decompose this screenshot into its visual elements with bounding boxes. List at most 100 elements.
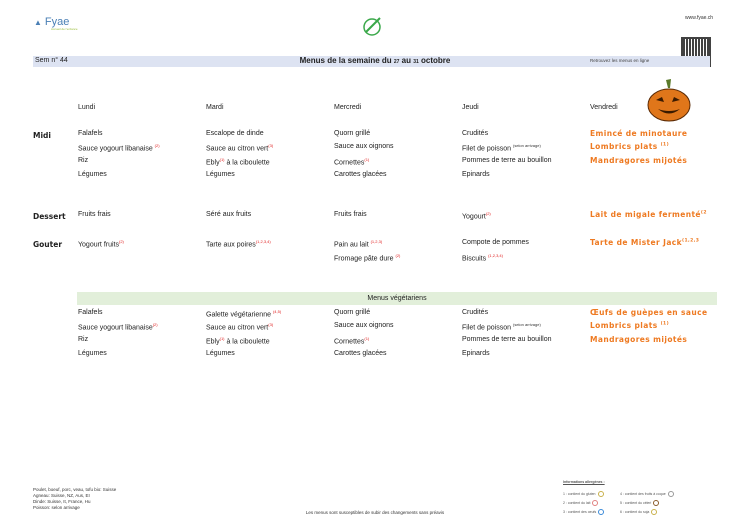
lunch-item: Falafels [78, 130, 103, 137]
lunch-item: Légumes [78, 171, 107, 178]
day-header-0: Lundi [78, 104, 96, 111]
legend-item: 2 : contient du lait [563, 500, 599, 506]
dish-name: Sauce yogourt libanaise [78, 324, 153, 332]
legend-text: 6 : contient du soja [620, 509, 650, 514]
dish-name: Epinards [462, 350, 490, 357]
dish-name: Carottes glacées [334, 171, 387, 178]
vegetarian-header: Menus végétariens [77, 292, 717, 305]
allergen-note: (1,2,3,4) [255, 239, 271, 244]
dish-name-cont: à la ciboulette [224, 338, 270, 346]
snack-item: Yogourt fruits(2) [78, 239, 124, 248]
dessert-item: Yogourt(2) [462, 211, 491, 220]
origins: Poulet, boeuf, porc, veau, tofu bio: Sui… [33, 487, 116, 511]
allergen-icon [653, 500, 660, 506]
legend-item: 6 : contient du soja [620, 509, 658, 515]
legend-title: Informations allergènes : [563, 480, 605, 484]
dish-name: Fromage pâte dure [334, 255, 396, 263]
origin-line: Agneau: Suisse, NZ, Aus, EI [33, 493, 90, 498]
dish-name-cont: à la ciboulette [224, 159, 270, 167]
fyae-logo: ▲Fyae [34, 16, 70, 28]
dish-name: Légumes [206, 171, 235, 178]
dish-name: Yogourt [462, 213, 486, 221]
legend-item: 5 : contient du céleri [620, 500, 660, 506]
dish-name: Riz [78, 336, 89, 343]
dessert-item: Lait de migale fermenté(2 [590, 210, 707, 219]
allergen-note: (2) [152, 322, 158, 327]
legend-text: 4 : contient des fruits à coque [620, 491, 666, 496]
allergen-note: (1) [219, 157, 225, 162]
dish-name: Escalope de dinde [206, 130, 264, 137]
allergen-note: (4,5) [272, 309, 282, 314]
allergen-icon [598, 509, 605, 515]
dish-name: Légumes [78, 350, 107, 357]
vegetarian-item: Quorn grillé [334, 309, 370, 316]
lunch-item: Sauce aux oignons [334, 143, 394, 150]
dish-name: Lombrics plats [590, 321, 661, 330]
dish-name: Yogourt fruits [78, 241, 119, 249]
vegetarian-item: Œufs de guèpes en sauce [590, 308, 707, 317]
vegetarian-item: Falafels [78, 309, 103, 316]
origin-line: Dinde: Suisse, It, France, Hu [33, 499, 91, 504]
dish-name: Crudités [462, 130, 489, 137]
dish-name: Pain au lait [334, 241, 371, 249]
lunch-item: Ebly(1) à la ciboulette [206, 157, 270, 166]
allergen-note: (3) [268, 322, 274, 327]
meal-label-gouter: Gouter [33, 240, 63, 249]
vegetarian-item: Carottes glacées [334, 350, 387, 357]
dish-name: Compote de pommes [462, 239, 529, 246]
dish-name: Biscuits [462, 255, 489, 263]
title-band [33, 56, 710, 67]
dish-name: Mandragores mijotés [590, 335, 688, 344]
dish-name: Tarte de Mister Jack [590, 238, 683, 247]
dish-name: Fruits frais [78, 211, 111, 218]
lunch-item: Lombrics plats (1) [590, 142, 669, 151]
vegetarian-item: Riz [78, 336, 88, 343]
dish-name: Emincé de minotaure [590, 129, 688, 138]
dish-name: Crudités [462, 309, 489, 316]
legend-text: 2 : contient du lait [563, 500, 591, 505]
origin-line: Poisson: selon arrivage [33, 505, 80, 510]
allergen-note: (selon arrivage) [512, 322, 541, 327]
vegetarian-item: Sauce yogourt libanaise(2) [78, 322, 158, 331]
day-header-3: Jeudi [462, 104, 479, 111]
allergen-note: (1) [364, 336, 370, 341]
dish-name: Séré aux fruits [206, 211, 252, 218]
allergen-note: (1) [660, 321, 670, 327]
dish-name: Sauce au citron vert [206, 145, 269, 153]
dish-name: Mandragores mijotés [590, 156, 688, 165]
allergen-icon [597, 491, 604, 497]
vegetarian-item: Ebly(1) à la ciboulette [206, 336, 270, 345]
lunch-item: Mandragores mijotés [590, 156, 687, 165]
legend-item: 1 : contient du gluten [563, 491, 604, 497]
vegetarian-item: Mandragores mijotés [590, 335, 687, 344]
dessert-item: Fruits frais [78, 211, 111, 218]
origin-line: Poulet, boeuf, porc, veau, tofu bio: Sui… [33, 487, 117, 492]
vegetarian-item: Galette végétarienne (4,5) [206, 309, 281, 318]
lunch-item: Quorn grillé [334, 130, 370, 137]
dessert-item: Séré aux fruits [206, 211, 251, 218]
allergen-note: (1,2,3,4) [488, 253, 503, 258]
vegetarian-item: Pommes de terre au bouillon [462, 336, 552, 343]
website-link[interactable]: www.fyae.ch [685, 15, 714, 21]
vegetarian-item: Lombrics plats (1) [590, 321, 669, 330]
meal-label-dessert: Dessert [33, 212, 66, 221]
vegetarian-item: Cornettes(1) [334, 336, 369, 345]
dish-name: Ebly [206, 338, 220, 346]
lunch-item: Pommes de terre au bouillon [462, 157, 552, 164]
dessert-item: Fruits frais [334, 211, 367, 218]
allergen-note: (2 [700, 210, 707, 216]
pumpkin-icon [647, 79, 691, 122]
notice: Les menus sont susceptibles de subir des… [305, 510, 445, 515]
day-header-4: Vendredi [590, 104, 618, 111]
vegetarian-item: Sauce aux oignons [334, 322, 394, 329]
allergen-note: (1,2,3 [682, 238, 700, 244]
dish-name: Tarte aux poires [206, 241, 256, 249]
allergen-note: (3) [268, 143, 274, 148]
dish-name: Sauce aux oignons [334, 143, 394, 150]
page-title: Menus de la semaine du 27 au 31 octobre [299, 56, 451, 65]
dish-name: Légumes [78, 171, 107, 178]
vegetarian-item: Légumes [78, 350, 107, 357]
lunch-item: Riz [78, 157, 88, 164]
snack-item: Pain au lait (1,2,3) [334, 239, 382, 248]
dish-name: Falafels [78, 309, 103, 316]
